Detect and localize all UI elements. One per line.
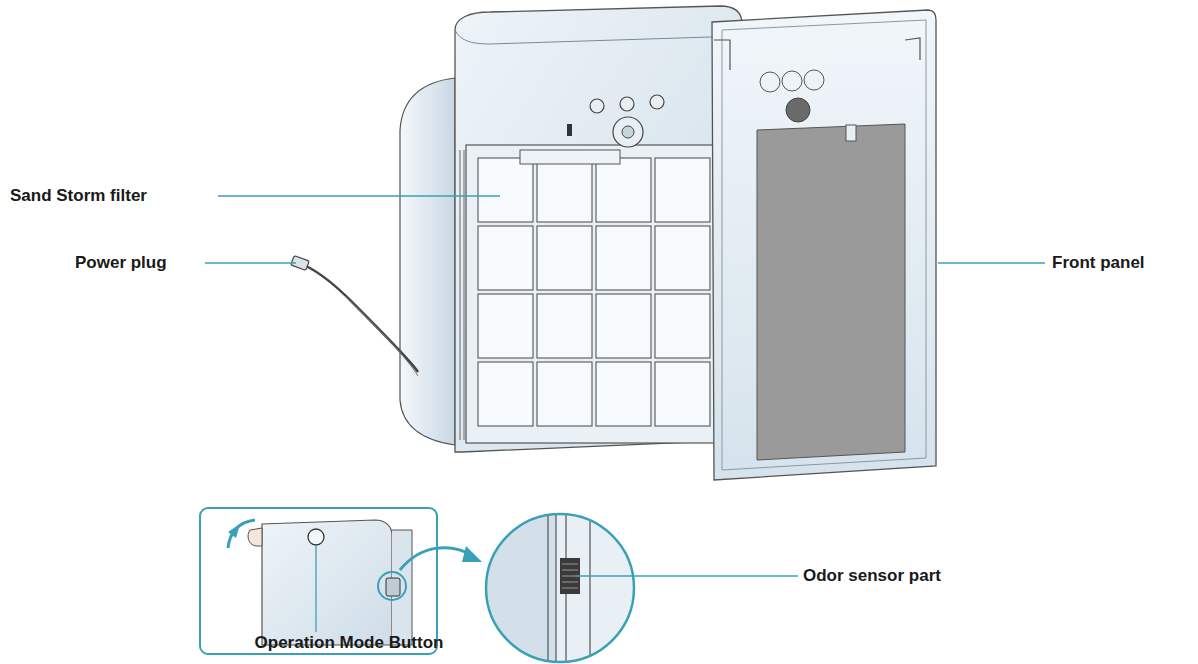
magnified-detail xyxy=(486,514,590,664)
power-cord xyxy=(306,266,418,372)
magnifier-rim xyxy=(486,514,634,662)
inset-unit xyxy=(262,520,392,645)
prefilter-sheet xyxy=(757,124,905,460)
filter-grid xyxy=(478,158,710,426)
part-label: Front panel xyxy=(1052,253,1145,273)
panel-button-hole xyxy=(782,71,802,91)
inset-frame xyxy=(200,508,437,654)
part-label: Power plug xyxy=(75,253,167,273)
control-button xyxy=(620,97,634,111)
panel-hinge xyxy=(714,38,920,70)
control-dial xyxy=(613,117,643,147)
rear-housing xyxy=(400,78,455,445)
zoom-arrow-head xyxy=(462,546,482,562)
zoom-marker xyxy=(378,572,406,600)
front-panel-rim xyxy=(722,20,926,470)
control-button xyxy=(590,99,604,113)
body-top-edge xyxy=(455,30,742,44)
leader-lines xyxy=(205,196,1045,632)
control-dial xyxy=(622,126,634,138)
filter-tab xyxy=(520,150,620,164)
open-arrow-head xyxy=(228,524,240,538)
main-body xyxy=(455,6,742,452)
front-panel xyxy=(712,10,936,480)
power-cord xyxy=(345,296,418,376)
part-label: Odor sensor part xyxy=(803,566,941,586)
latch-slot xyxy=(567,124,572,136)
panel-dial-hole xyxy=(786,98,810,122)
filter-frame xyxy=(466,145,724,443)
mode-button xyxy=(308,529,324,545)
inset-sensor xyxy=(386,578,400,596)
part-label: Operation Mode Button xyxy=(255,633,444,653)
side-vents xyxy=(460,150,733,440)
control-button xyxy=(650,95,664,109)
panel-hook xyxy=(846,125,856,141)
panel-button-hole xyxy=(760,72,780,92)
hand xyxy=(248,528,262,546)
part-label: Sand Storm filter xyxy=(10,186,147,206)
panel-button-hole xyxy=(804,70,824,90)
